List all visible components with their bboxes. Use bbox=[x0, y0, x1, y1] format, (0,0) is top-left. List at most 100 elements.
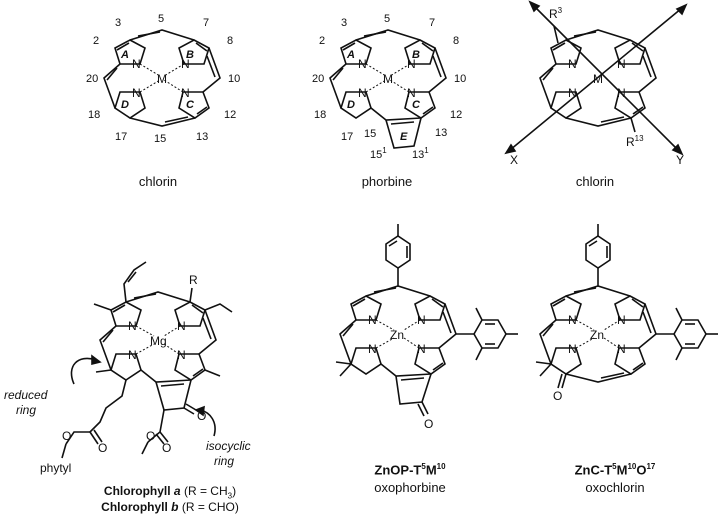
oxochlorin-structure bbox=[535, 224, 718, 389]
ring-label-e: E bbox=[400, 131, 408, 143]
vinyl-group bbox=[123, 261, 147, 303]
position-10: 10 bbox=[454, 73, 466, 85]
metal-atom: M bbox=[593, 72, 603, 86]
position-12: 12 bbox=[224, 109, 236, 121]
position-20: 20 bbox=[86, 73, 98, 85]
x-axis-line bbox=[509, 7, 683, 151]
panel2-caption: phorbine bbox=[361, 174, 413, 189]
position-18: 18 bbox=[314, 109, 326, 121]
nitrogen-atom: N bbox=[617, 313, 626, 327]
nitrogen-atom: N bbox=[568, 342, 577, 356]
panel5-caption: oxophorbine bbox=[374, 480, 446, 495]
ring-a bbox=[114, 39, 146, 65]
panel5-labels: N N N N Zn O bbox=[368, 313, 433, 431]
isocyclic-ring-label: isocyclic bbox=[206, 439, 251, 453]
nitrogen-atom: N bbox=[368, 313, 377, 327]
metal-atom: Mg bbox=[150, 334, 167, 348]
ring-label-a: A bbox=[120, 49, 129, 61]
axis-label-x: X bbox=[510, 153, 518, 167]
methyl-group bbox=[95, 369, 112, 373]
nitrogen-atom: N bbox=[177, 319, 186, 333]
metal-atom: M bbox=[157, 72, 167, 86]
nitrogen-atom: N bbox=[358, 86, 367, 100]
ring-label-b: B bbox=[412, 49, 420, 61]
nitrogen-atom: N bbox=[617, 342, 626, 356]
nitrogen-atom: N bbox=[368, 342, 377, 356]
oxygen-atom: O bbox=[162, 441, 171, 455]
ester-group bbox=[65, 431, 90, 445]
ring-c bbox=[178, 91, 210, 119]
axis-label-y: Y bbox=[676, 153, 684, 167]
position-20: 20 bbox=[312, 73, 324, 85]
position-5: 5 bbox=[158, 13, 164, 25]
substituent-r3: R3 bbox=[549, 6, 563, 21]
panel1-labels: 2 3 5 7 8 10 12 13 15 17 18 20 A B C D N… bbox=[86, 13, 240, 145]
isocyclic-ring-label: ring bbox=[214, 454, 234, 468]
panel6-code: ZnC-T5M10O17 bbox=[574, 462, 656, 478]
ethyl-group bbox=[204, 303, 233, 313]
panel6-labels: N N N N Zn O bbox=[553, 313, 626, 403]
position-15: 15 bbox=[154, 133, 166, 145]
ring-d bbox=[114, 91, 146, 119]
panel4-labels: R N N N N Mg O O O O O phytyl reduced ri… bbox=[4, 273, 251, 475]
ring-label-b: B bbox=[186, 49, 194, 61]
chlorin-axes-structure bbox=[504, 0, 688, 156]
r-bond bbox=[189, 287, 193, 303]
position-3: 3 bbox=[341, 17, 347, 29]
meso-bridge bbox=[202, 47, 221, 93]
nitrogen-atom: N bbox=[128, 348, 137, 362]
nitrogen-atom: N bbox=[181, 86, 190, 100]
nitrogen-atom: N bbox=[181, 57, 190, 71]
arrowhead bbox=[671, 143, 684, 156]
ring-b bbox=[178, 39, 210, 65]
position-13: 13 bbox=[196, 131, 208, 143]
ring-label-a: A bbox=[346, 49, 355, 61]
nitrogen-atom: N bbox=[568, 86, 577, 100]
nitrogen-atom: N bbox=[177, 348, 186, 362]
position-17: 17 bbox=[115, 131, 127, 143]
position-10: 10 bbox=[228, 73, 240, 85]
methyl-group bbox=[93, 303, 112, 311]
position-12: 12 bbox=[450, 109, 462, 121]
position-17: 17 bbox=[341, 131, 353, 143]
position-15-1: 151 bbox=[370, 146, 387, 161]
panel6-caption: oxochlorin bbox=[585, 480, 645, 495]
arrowhead bbox=[504, 143, 517, 155]
arrowhead bbox=[675, 3, 688, 16]
nitrogen-atom: N bbox=[568, 313, 577, 327]
position-15: 15 bbox=[364, 128, 376, 140]
ring-label-c: C bbox=[412, 99, 421, 111]
position-7: 7 bbox=[429, 17, 435, 29]
position-8: 8 bbox=[227, 35, 233, 47]
oxygen-atom: O bbox=[146, 429, 155, 443]
panel3-labels: R3 R13 X Y N N N N M bbox=[510, 6, 684, 167]
arrowhead bbox=[528, 0, 541, 13]
position-2: 2 bbox=[319, 35, 325, 47]
substituent-r13: R13 bbox=[626, 134, 644, 149]
position-13: 13 bbox=[435, 127, 447, 139]
metal-atom: Zn bbox=[390, 328, 404, 342]
methyl-group bbox=[204, 369, 221, 377]
panel3-caption: chlorin bbox=[575, 174, 615, 189]
r3-bond bbox=[553, 25, 559, 44]
metal-atom: Zn bbox=[590, 328, 604, 342]
position-18: 18 bbox=[88, 109, 100, 121]
nitrogen-atom: N bbox=[617, 57, 626, 71]
phorbine-numbered-structure bbox=[329, 29, 447, 149]
nitrogen-atom: N bbox=[358, 57, 367, 71]
y-axis-line bbox=[533, 5, 679, 151]
phytyl-label: phytyl bbox=[40, 461, 71, 475]
nitrogen-atom: N bbox=[407, 86, 416, 100]
chlorophyll-structure bbox=[61, 261, 233, 459]
panel5-code: ZnOP-T5M10 bbox=[374, 462, 446, 478]
position-3: 3 bbox=[115, 17, 121, 29]
position-7: 7 bbox=[203, 17, 209, 29]
meso-bridge bbox=[129, 29, 195, 41]
nitrogen-atom: N bbox=[128, 319, 137, 333]
oxygen-atom: O bbox=[62, 429, 71, 443]
substituent-r: R bbox=[189, 273, 198, 287]
nitrogen-atom: N bbox=[407, 57, 416, 71]
panel1-caption: chlorin bbox=[138, 174, 178, 189]
position-5: 5 bbox=[384, 13, 390, 25]
nitrogen-atom: N bbox=[417, 313, 426, 327]
